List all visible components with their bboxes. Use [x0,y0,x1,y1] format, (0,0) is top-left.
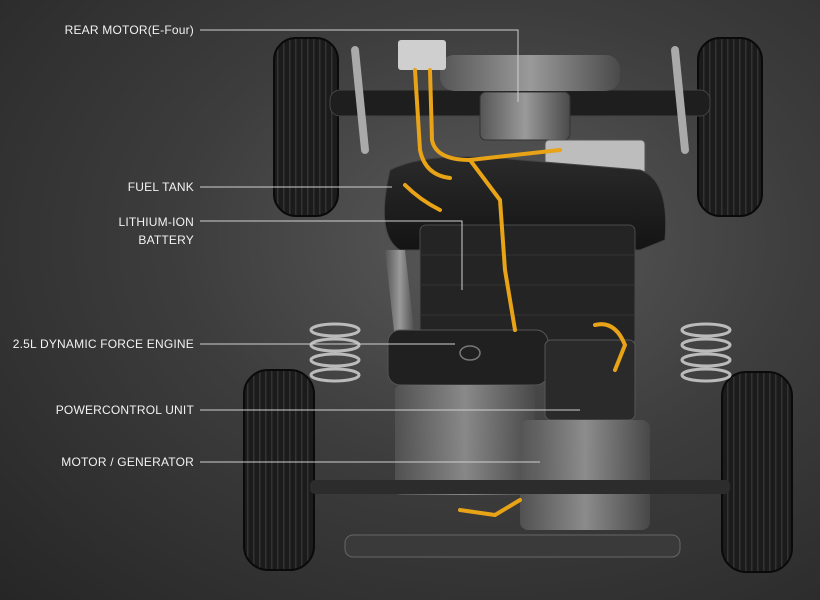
rear-right-tire [697,37,763,217]
label-lithium-ion-battery: LITHIUM-ION BATTERY [118,213,194,249]
rear-connector-box [398,40,446,70]
front-subframe [344,534,681,558]
label-engine: 2.5L DYNAMIC FORCE ENGINE [12,337,194,351]
front-spring-left [309,322,361,383]
rear-left-tire [273,37,339,217]
rear-shock-right [671,46,689,154]
rear-muffler [440,55,620,91]
front-left-tire [243,369,315,571]
leader-lines [200,29,580,463]
label-power-control-unit: POWERCONTROL UNIT [55,403,194,417]
hv-cables [403,68,628,518]
front-spring-right [680,322,732,383]
transaxle [520,420,650,530]
label-rear-motor: REAR MOTOR(E-Four) [64,23,194,37]
exhaust-pipe [385,250,415,340]
rear-motor-unit [479,91,571,141]
label-battery-line2: BATTERY [138,233,194,247]
label-motor-generator: MOTOR / GENERATOR [61,455,194,469]
label-fuel-tank: FUEL TANK [127,180,194,194]
label-battery-line1: LITHIUM-ION [118,215,194,229]
toyota-logo-icon [459,345,481,361]
engine-block [395,385,535,495]
engine-cover [387,329,549,386]
rear-shock-left [351,46,369,154]
front-crossmember [310,480,730,494]
front-right-tire [721,371,793,573]
